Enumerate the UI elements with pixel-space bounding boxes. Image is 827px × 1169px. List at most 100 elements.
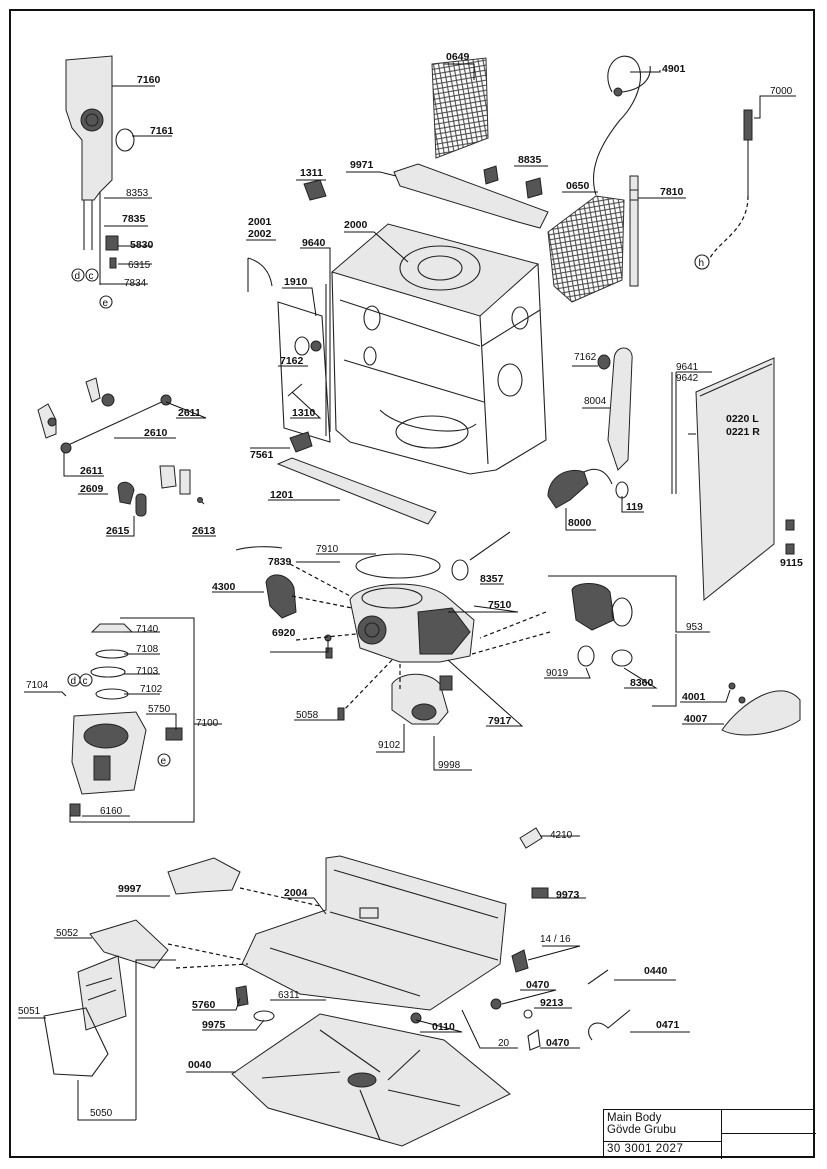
label-5750: 5750 — [148, 704, 171, 715]
label-9115: 9115 — [780, 557, 803, 569]
part-4901-hose — [592, 55, 651, 196]
label-20: 20 — [498, 1038, 510, 1049]
label-8357: 8357 — [480, 573, 504, 585]
label-2609: 2609 — [80, 483, 104, 495]
svg-text:d: d — [75, 271, 81, 282]
label-6920: 6920 — [272, 627, 296, 639]
label-1310: 1310 — [292, 407, 316, 419]
part-7108-ring — [95, 649, 129, 659]
part-119-ring — [615, 481, 629, 499]
label-2002: 2002 — [248, 228, 272, 240]
marker-c-upper: c — [85, 268, 99, 282]
label-7839: 7839 — [268, 556, 292, 568]
part-7100-softener — [71, 711, 147, 795]
label-8000: 8000 — [568, 517, 592, 529]
title-name-en: Main Body — [607, 1112, 662, 1124]
part-8004-spray-tube — [607, 347, 633, 471]
part-0649-mesh-panel — [431, 57, 489, 159]
title-block-code: 30 3001 2027 — [604, 1142, 722, 1159]
svg-text:d: d — [71, 676, 77, 687]
svg-text:c: c — [83, 676, 88, 687]
dashed-assembly-lines — [167, 563, 551, 969]
part-4300-housing — [265, 574, 297, 619]
label-0470-upper: 0470 — [526, 979, 550, 991]
label-6315: 6315 — [128, 260, 151, 271]
part-7160-water-channel — [65, 55, 113, 285]
label-1910: 1910 — [284, 276, 308, 288]
part-2610-rail-rod — [65, 399, 167, 447]
label-7102: 7102 — [140, 684, 163, 695]
label-7108: 7108 — [136, 644, 159, 655]
label-7162-upper: 7162 — [280, 355, 304, 367]
part-number-labels: 7160 7161 8353 7835 5830 6315 7834 0649 … — [18, 51, 803, 1119]
label-5051: 5051 — [18, 1006, 41, 1017]
part-7561-hinge — [289, 431, 313, 453]
marker-d-upper: d — [71, 268, 85, 282]
svg-text:e: e — [103, 298, 109, 309]
label-0040: 0040 — [188, 1059, 212, 1071]
label-8353: 8353 — [126, 188, 149, 199]
part-7000-sensor — [709, 95, 796, 259]
label-8835: 8835 — [518, 154, 542, 166]
label-2610: 2610 — [144, 427, 168, 439]
label-9213: 9213 — [540, 997, 564, 1009]
part-7162-seal — [597, 354, 611, 370]
label-7100: 7100 — [196, 718, 219, 729]
part-0040-base-tray — [231, 1013, 511, 1147]
part-9102-pump — [391, 673, 453, 725]
part-5051-control-board — [77, 955, 127, 1031]
label-9102: 9102 — [378, 740, 401, 751]
part-2613-pin — [197, 497, 205, 505]
part-0470-washer — [490, 998, 502, 1010]
svg-text:h: h — [699, 258, 705, 269]
title-block-empty-cell — [722, 1110, 816, 1134]
label-7910: 7910 — [316, 544, 339, 555]
part-0471-cable — [588, 1009, 631, 1041]
part-2611-roller — [60, 394, 172, 454]
label-7917: 7917 — [488, 715, 512, 727]
label-2613: 2613 — [192, 525, 216, 537]
part-9115-screw — [785, 519, 795, 555]
label-9971: 9971 — [350, 159, 374, 171]
part-7810-rod — [629, 175, 639, 287]
part-2615-clip — [135, 493, 147, 517]
label-5058: 5058 — [296, 710, 319, 721]
label-7104: 7104 — [26, 680, 49, 691]
label-4007: 4007 — [684, 713, 708, 725]
label-14-16: 14 / 16 — [540, 934, 571, 945]
label-2611-lower: 2611 — [80, 465, 103, 477]
part-1910-side-panel — [277, 301, 331, 443]
label-7561: 7561 — [250, 449, 274, 461]
marker-d-lower: d — [67, 673, 81, 687]
marker-e-lower: e — [157, 753, 171, 767]
label-4901: 4901 — [662, 63, 686, 75]
label-5052: 5052 — [56, 928, 79, 939]
leader-lines — [18, 63, 731, 1121]
part-5058-clip — [337, 707, 345, 721]
label-9019: 9019 — [546, 668, 569, 679]
part-0110-foot — [410, 1012, 422, 1024]
label-2000: 2000 — [344, 219, 368, 231]
label-1311: 1311 — [300, 167, 323, 179]
part-7103-ring — [90, 666, 126, 678]
part-0470b-bracket — [527, 1029, 541, 1051]
label-0440: 0440 — [644, 965, 668, 977]
title-block-name: Main Body Gövde Grubu — [604, 1110, 722, 1142]
label-5830: 5830 — [130, 239, 154, 251]
label-7835: 7835 — [122, 213, 146, 225]
marker-e-upper: e — [99, 295, 113, 309]
reference-markers: d c e h d c e — [67, 254, 710, 767]
label-953: 953 — [686, 622, 703, 633]
label-4300: 4300 — [212, 581, 236, 593]
label-0470-lower: 0470 — [546, 1037, 570, 1049]
part-7162-ring — [310, 340, 322, 352]
part-1310-latch — [287, 383, 303, 397]
label-7162-lower: 7162 — [574, 352, 597, 363]
label-0220-l: 0220 L — [726, 413, 759, 425]
label-2001: 2001 — [248, 216, 272, 228]
label-7140: 7140 — [136, 624, 159, 635]
label-0649: 0649 — [446, 51, 470, 63]
part-2001-hook — [247, 257, 273, 292]
part-953-circulation-pump — [571, 583, 633, 631]
